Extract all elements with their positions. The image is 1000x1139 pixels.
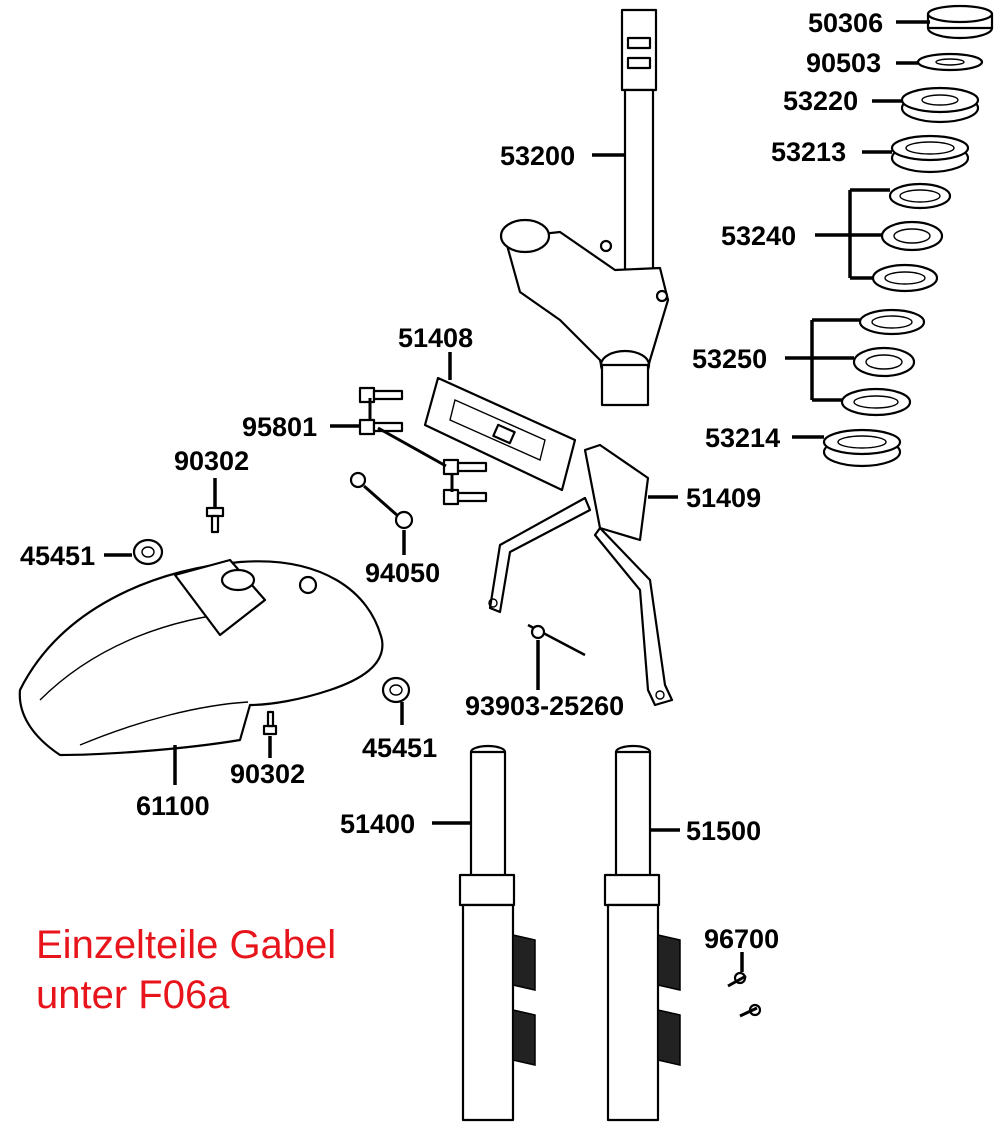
label-53214: 53214 [705,423,780,453]
bolts-95801 [358,386,488,506]
label-45451-left: 45451 [20,541,95,571]
label-90302-top: 90302 [174,446,249,476]
label-53200: 53200 [500,141,575,171]
screw-93903 [527,623,586,657]
label-51500: 51500 [686,816,761,846]
label-93903-25260: 93903-25260 [465,691,624,721]
mudguard-61100 [18,558,384,757]
label-90302-bottom: 90302 [230,759,305,789]
label-61100: 61100 [136,791,210,821]
leader-lines [104,20,930,972]
screws-90302 [205,506,278,736]
label-51408: 51408 [398,323,473,353]
label-45451-right: 45451 [362,733,437,763]
screw-94050 [349,471,414,530]
label-51400: 51400 [340,809,415,839]
label-95801: 95801 [242,412,317,442]
fork-leg-51400 [458,744,536,1122]
label-53240: 53240 [721,221,796,251]
label-96700: 96700 [704,924,779,954]
part-labels: 50306 90503 53220 53213 53200 53240 5140… [20,8,883,954]
fork-leg-51500 [603,744,681,1122]
label-50306: 50306 [808,8,883,38]
steering-stem-53200 [499,8,670,407]
plate-51408 [423,376,577,492]
label-90503: 90503 [806,48,881,78]
bearing-stack [822,4,994,468]
label-53213: 53213 [771,137,846,167]
screws-96700 [727,971,762,1018]
note-line-2: unter F06a [36,973,230,1017]
label-94050: 94050 [365,558,440,588]
label-51409: 51409 [686,483,761,513]
bracket-51409 [488,443,674,707]
label-53220: 53220 [783,86,858,116]
label-53250: 53250 [692,344,767,374]
grommets-45451 [132,538,411,704]
note-line-1: Einzelteile Gabel [36,923,336,967]
